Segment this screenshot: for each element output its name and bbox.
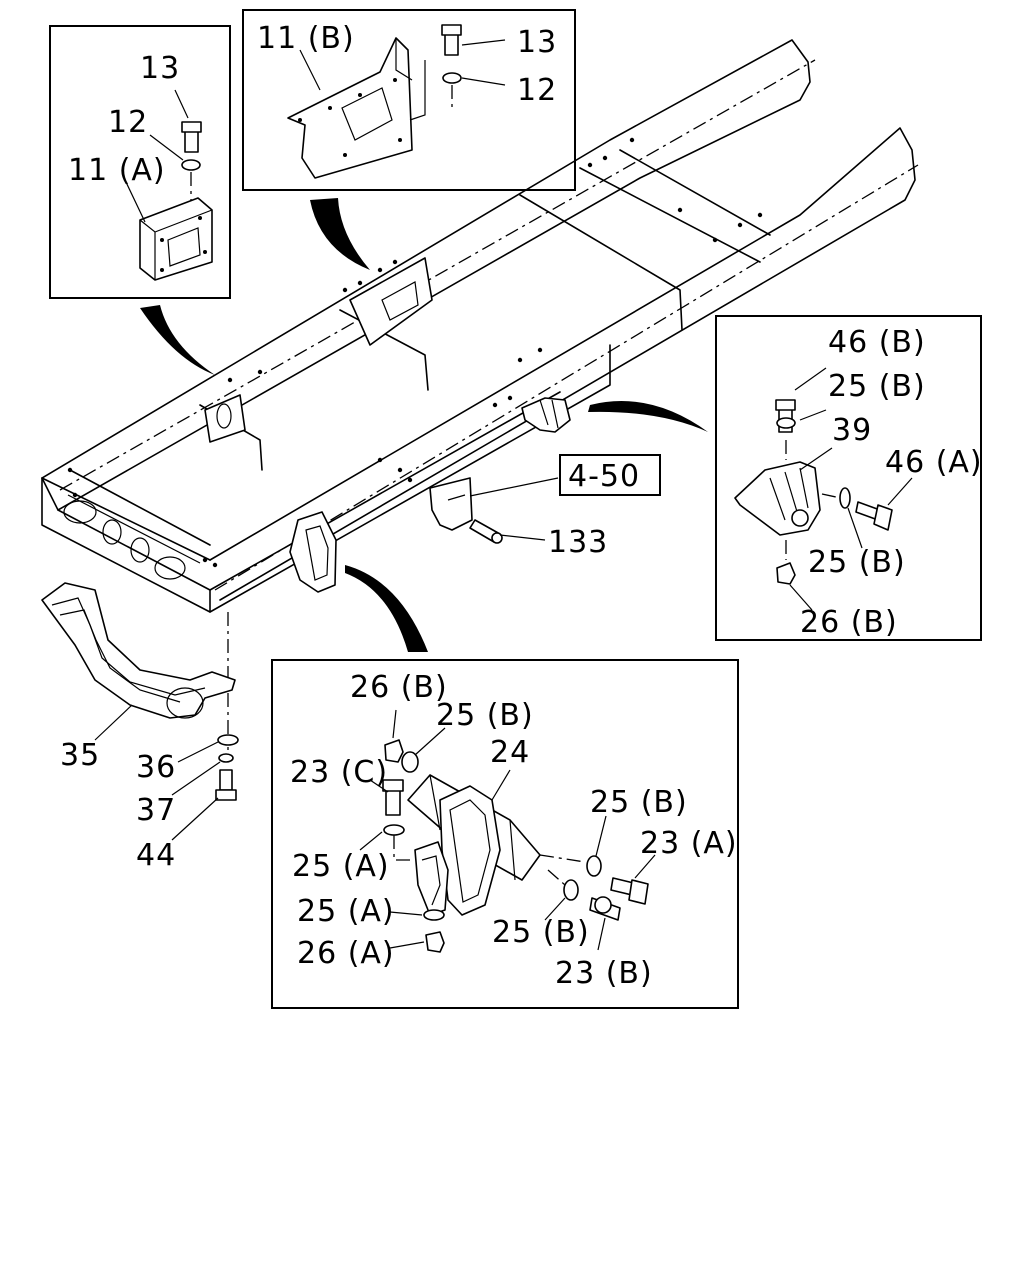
bolt-133 <box>469 519 503 544</box>
callout-36: 36 <box>136 750 176 785</box>
inset-24 <box>271 659 739 1009</box>
callout-12-b: 12 <box>517 73 557 108</box>
callout-arrows <box>140 198 708 652</box>
callout-44: 44 <box>136 838 176 873</box>
callout-25a-a: 25 (A) <box>292 849 390 884</box>
chassis-frame <box>41 39 919 750</box>
callout-39: 39 <box>832 413 872 448</box>
callout-25b-b: 25 (B) <box>808 545 906 580</box>
callout-133: 133 <box>548 525 608 560</box>
callout-37: 37 <box>136 793 176 828</box>
callout-ref-4-50: 4-50 <box>568 459 640 494</box>
crossmember-35 <box>41 582 236 719</box>
callout-23c: 23 (C) <box>290 755 388 790</box>
callout-25b-d: 25 (B) <box>590 785 688 820</box>
callout-46b: 46 (B) <box>828 325 926 360</box>
callout-25b-a: 25 (B) <box>828 369 926 404</box>
callout-13-b: 13 <box>517 25 557 60</box>
inset-39 <box>715 315 982 641</box>
callout-23a: 23 (A) <box>640 826 738 861</box>
callout-35: 35 <box>60 738 100 773</box>
callout-12-a: 12 <box>108 105 148 140</box>
inset-11a <box>49 25 231 299</box>
fastener-stack-36-37-44 <box>215 734 239 801</box>
callout-26a: 26 (A) <box>297 936 395 971</box>
inset-11b <box>242 9 576 191</box>
spring-bracket-24-mounted <box>289 511 337 593</box>
callout-11a: 11 (A) <box>68 153 166 188</box>
callout-25b-e: 25 (B) <box>492 915 590 950</box>
callout-26b-a: 26 (B) <box>800 605 898 640</box>
callout-11b: 11 (B) <box>257 21 355 56</box>
frame-bracket-39-mounted <box>521 397 571 433</box>
frame-bracket-4-50 <box>429 477 473 531</box>
reference-box-4-50 <box>559 454 661 496</box>
callout-labels: 13 12 11 (A) 11 (B) 13 12 46 (B) 25 (B) … <box>60 21 983 991</box>
callout-25a-b: 25 (A) <box>297 894 395 929</box>
callout-25b-c: 25 (B) <box>436 698 534 733</box>
rivet-holes <box>67 137 763 568</box>
callout-24: 24 <box>490 735 530 770</box>
frame-leaders <box>94 477 559 841</box>
callout-26b-b: 26 (B) <box>350 670 448 705</box>
callout-46a: 46 (A) <box>885 445 983 480</box>
callout-13-a: 13 <box>140 51 180 86</box>
callout-23b: 23 (B) <box>555 956 653 991</box>
